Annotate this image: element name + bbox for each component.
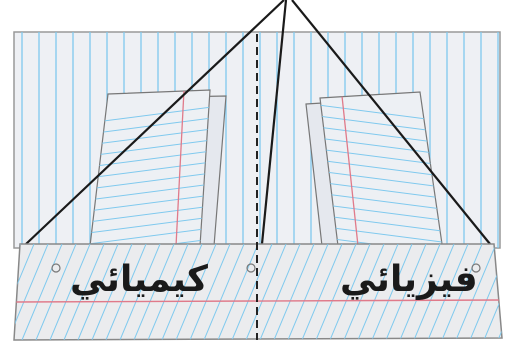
- ruled-line: [90, 149, 210, 169]
- ruled-line: [441, 244, 483, 340]
- ruled-line: [175, 90, 185, 246]
- hole-marker: [51, 263, 61, 273]
- ruled-line: [427, 244, 469, 340]
- ruled-line: [273, 244, 315, 340]
- ruled-line: [63, 244, 105, 340]
- ruled-line: [77, 244, 119, 340]
- ruled-line: [341, 95, 359, 246]
- ruled-line: [14, 244, 35, 340]
- ruled-line: [320, 136, 442, 156]
- ruled-line: [175, 244, 217, 340]
- ruled-line: [315, 244, 357, 340]
- ruled-line: [90, 138, 210, 158]
- right-tab-label: فيزيائي: [340, 259, 478, 300]
- left-inner-pages: [89, 89, 227, 247]
- ruled-line: [301, 244, 343, 340]
- ruled-line: [357, 244, 399, 340]
- ruled-line: [203, 244, 245, 340]
- hole-marker: [471, 263, 481, 273]
- ruled-line: [119, 244, 161, 340]
- ruled-line: [259, 244, 301, 340]
- ruled-line: [21, 244, 63, 340]
- ruled-line: [320, 202, 442, 222]
- ruled-line: [343, 244, 385, 340]
- ruled-line: [320, 125, 442, 145]
- ruled-line: [133, 244, 175, 340]
- ruled-line: [245, 244, 287, 340]
- ruled-line: [91, 244, 133, 340]
- ruled-line: [320, 158, 442, 178]
- ruled-line: [413, 244, 455, 340]
- ruled-line: [90, 171, 210, 191]
- ruled-line: [90, 193, 210, 213]
- front-tab-lines: [14, 244, 502, 340]
- ruled-line: [483, 244, 502, 340]
- front-tab: [13, 243, 503, 341]
- ruled-line: [320, 169, 442, 189]
- ruled-line: [455, 244, 497, 340]
- ruled-line: [90, 215, 210, 235]
- ruled-line: [90, 226, 210, 246]
- ruled-line: [469, 244, 502, 340]
- ruled-line: [147, 244, 189, 340]
- ruled-line: [320, 180, 442, 200]
- guide-lines: [25, 0, 491, 245]
- ruled-line: [105, 244, 147, 340]
- ruled-line: [320, 147, 442, 167]
- ruled-line: [371, 244, 413, 340]
- ruled-line: [90, 160, 210, 180]
- ruled-line: [399, 244, 441, 340]
- hole-marker: [246, 263, 256, 273]
- ruled-line: [35, 244, 77, 340]
- ruled-line: [90, 204, 210, 224]
- ruled-line: [90, 237, 210, 246]
- ruled-line: [90, 182, 210, 202]
- ruled-line: [320, 191, 442, 211]
- ruled-line: [231, 244, 273, 340]
- left-tab-label: كيميائي: [70, 259, 208, 300]
- left-page-lines: [90, 90, 210, 246]
- ruled-line: [329, 244, 371, 340]
- ruled-line: [90, 127, 210, 147]
- ruled-line: [49, 244, 91, 340]
- right-inner-pages: [305, 91, 443, 247]
- ruled-line: [217, 244, 259, 340]
- ruled-line: [189, 244, 231, 340]
- ruled-line: [161, 244, 203, 340]
- ruled-line: [287, 244, 329, 340]
- ruled-line: [385, 244, 427, 340]
